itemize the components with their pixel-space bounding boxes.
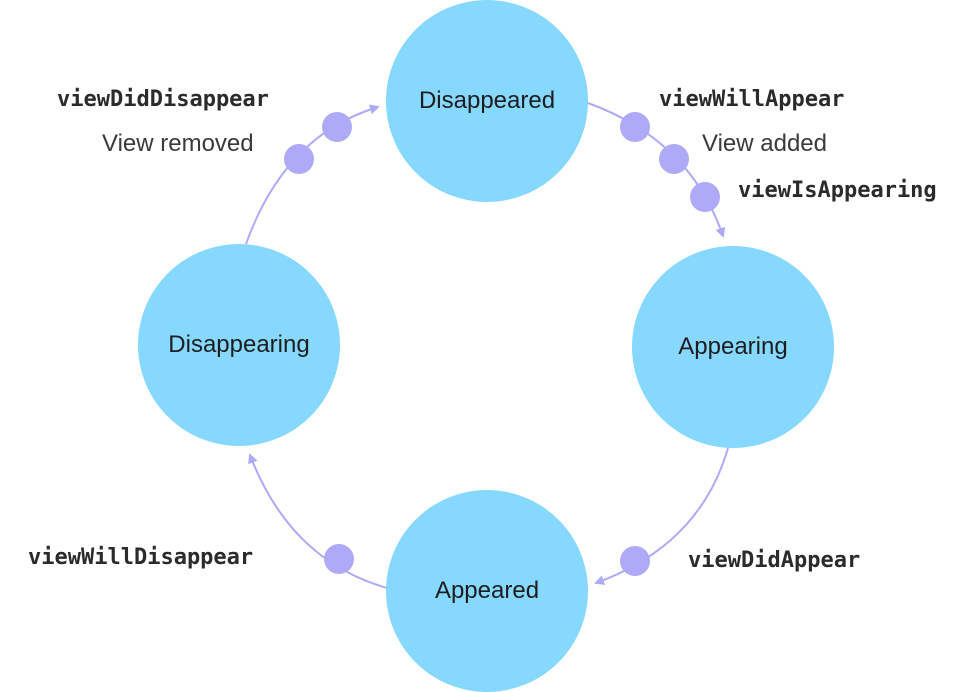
event-dot-view-did-appear [620,546,650,576]
event-dot-view-did-disappear [322,112,352,142]
edge-disappearing-to-disappeared [245,104,380,245]
label-view-did-appear: viewDidAppear [688,548,861,573]
state-disappeared-label: Disappeared [418,87,556,114]
event-dot-view-is-appearing [690,182,720,212]
event-dot-view-will-appear [620,112,650,142]
state-appearing: Appearing [632,246,834,448]
edge-appearing-to-appeared [594,447,729,585]
state-appearing-label: Appearing [678,333,788,360]
state-disappearing-label: Disappearing [168,331,310,358]
edge-disappeared-to-appearing [587,102,726,238]
label-view-removed: View removed [102,130,254,157]
state-appeared: Appeared [386,490,588,692]
label-view-added: View added [702,130,827,157]
label-view-will-appear: viewWillAppear [659,87,845,112]
event-dot-view-added [659,144,689,174]
state-disappearing: Disappearing [138,244,340,446]
edge-appeared-to-disappearing [248,453,388,589]
state-appeared-label: Appeared [434,577,540,604]
label-view-will-disappear: viewWillDisappear [28,545,254,570]
label-view-did-disappear: viewDidDisappear [57,87,269,112]
state-disappeared: Disappeared [386,0,588,202]
event-dot-view-will-disappear [324,544,354,574]
label-view-is-appearing: viewIsAppearing [738,178,937,203]
event-dot-view-removed [284,144,314,174]
